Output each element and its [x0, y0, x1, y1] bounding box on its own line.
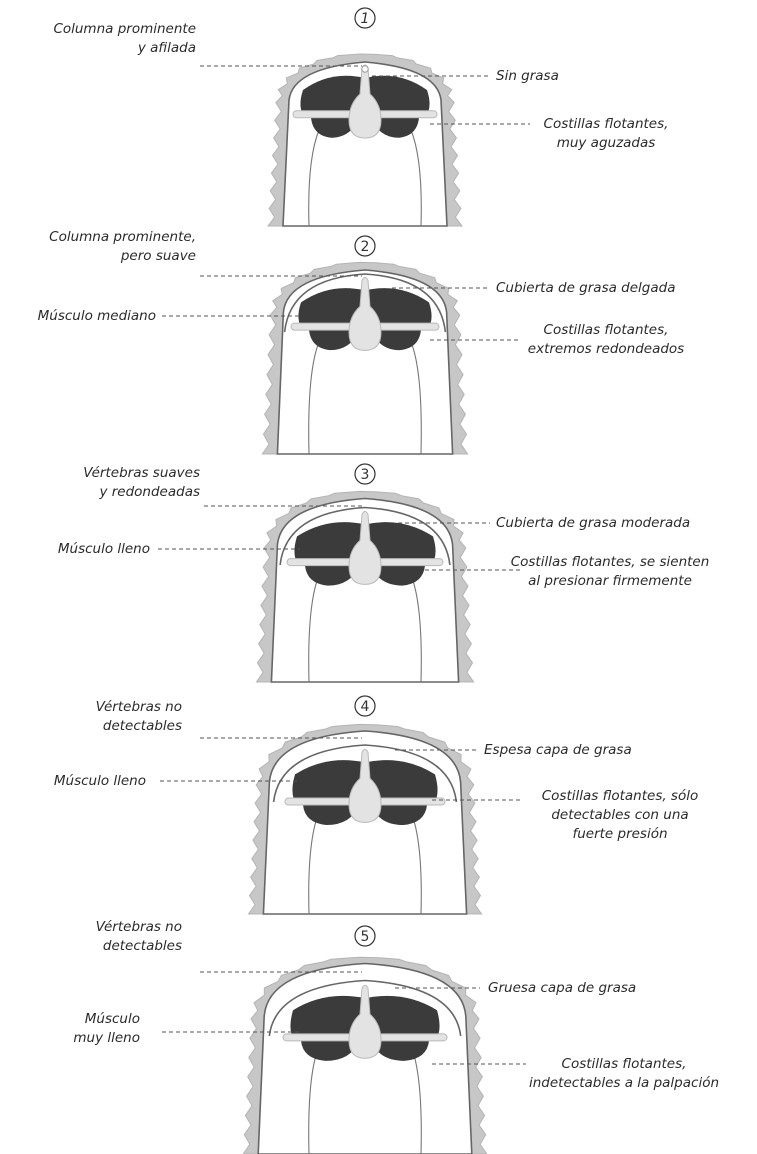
- label-ribs: Costillas flotantes,: [544, 116, 669, 132]
- label-spine: pero suave: [120, 248, 196, 264]
- stage-number: 1: [361, 11, 370, 27]
- label-fat: Cubierta de grasa moderada: [496, 515, 690, 531]
- label-spine: detectables: [103, 718, 182, 734]
- label-ribs: detectables con una: [551, 807, 688, 823]
- stage-3: 3 Vértebras suaves y redondeadasCubierta d…: [58, 464, 709, 682]
- stage-1: 1Columna prominente y afiladaSin grasaCos…: [53, 8, 668, 226]
- label-fat: Sin grasa: [496, 68, 559, 84]
- label-muscle: muy lleno: [73, 1030, 140, 1046]
- label-ribs: Costillas flotantes,: [562, 1056, 687, 1072]
- label-ribs: indetectables a la palpación: [529, 1075, 719, 1091]
- label-fat: Espesa capa de grasa: [484, 742, 632, 758]
- stage-4: 4 Vértebras no detectablesEspesa capa de g…: [54, 696, 698, 914]
- label-spine: Vértebras suaves: [83, 465, 200, 481]
- label-spine: y afilada: [137, 40, 196, 56]
- label-spine: detectables: [103, 938, 182, 954]
- stage-2: 2 Columna prominente, pero suaveCubierta d…: [38, 229, 685, 454]
- label-spine: Columna prominente,: [49, 229, 196, 245]
- label-spine: Columna prominente: [53, 21, 196, 37]
- stage-number: 4: [361, 699, 370, 715]
- label-fat: Cubierta de grasa delgada: [496, 280, 675, 296]
- label-spine: Vértebras no: [96, 919, 182, 935]
- label-ribs: Costillas flotantes,: [544, 322, 669, 338]
- label-muscle: Músculo: [85, 1011, 140, 1027]
- label-muscle: Músculo lleno: [54, 773, 146, 789]
- label-ribs: al presionar firmemente: [528, 573, 692, 589]
- label-fat: Gruesa capa de grasa: [488, 980, 636, 996]
- stage-number: 3: [361, 467, 370, 483]
- stage-number: 2: [361, 239, 370, 255]
- label-spine: Vértebras no: [96, 699, 182, 715]
- spinous-process-tip: [362, 66, 368, 72]
- label-muscle: Músculo lleno: [58, 541, 150, 557]
- label-muscle: Músculo mediano: [38, 308, 156, 324]
- label-spine: y redondeadas: [98, 484, 200, 500]
- label-ribs: extremos redondeados: [528, 341, 684, 357]
- label-ribs: Costillas flotantes, sólo: [542, 788, 698, 804]
- label-ribs: fuerte presión: [572, 826, 667, 842]
- stage-5: 5 Vértebras no detectablesGruesa capa de g…: [73, 919, 719, 1154]
- label-ribs: Costillas flotantes, se sienten: [511, 554, 710, 570]
- stage-number: 5: [361, 929, 370, 945]
- label-ribs: muy aguzadas: [557, 135, 656, 151]
